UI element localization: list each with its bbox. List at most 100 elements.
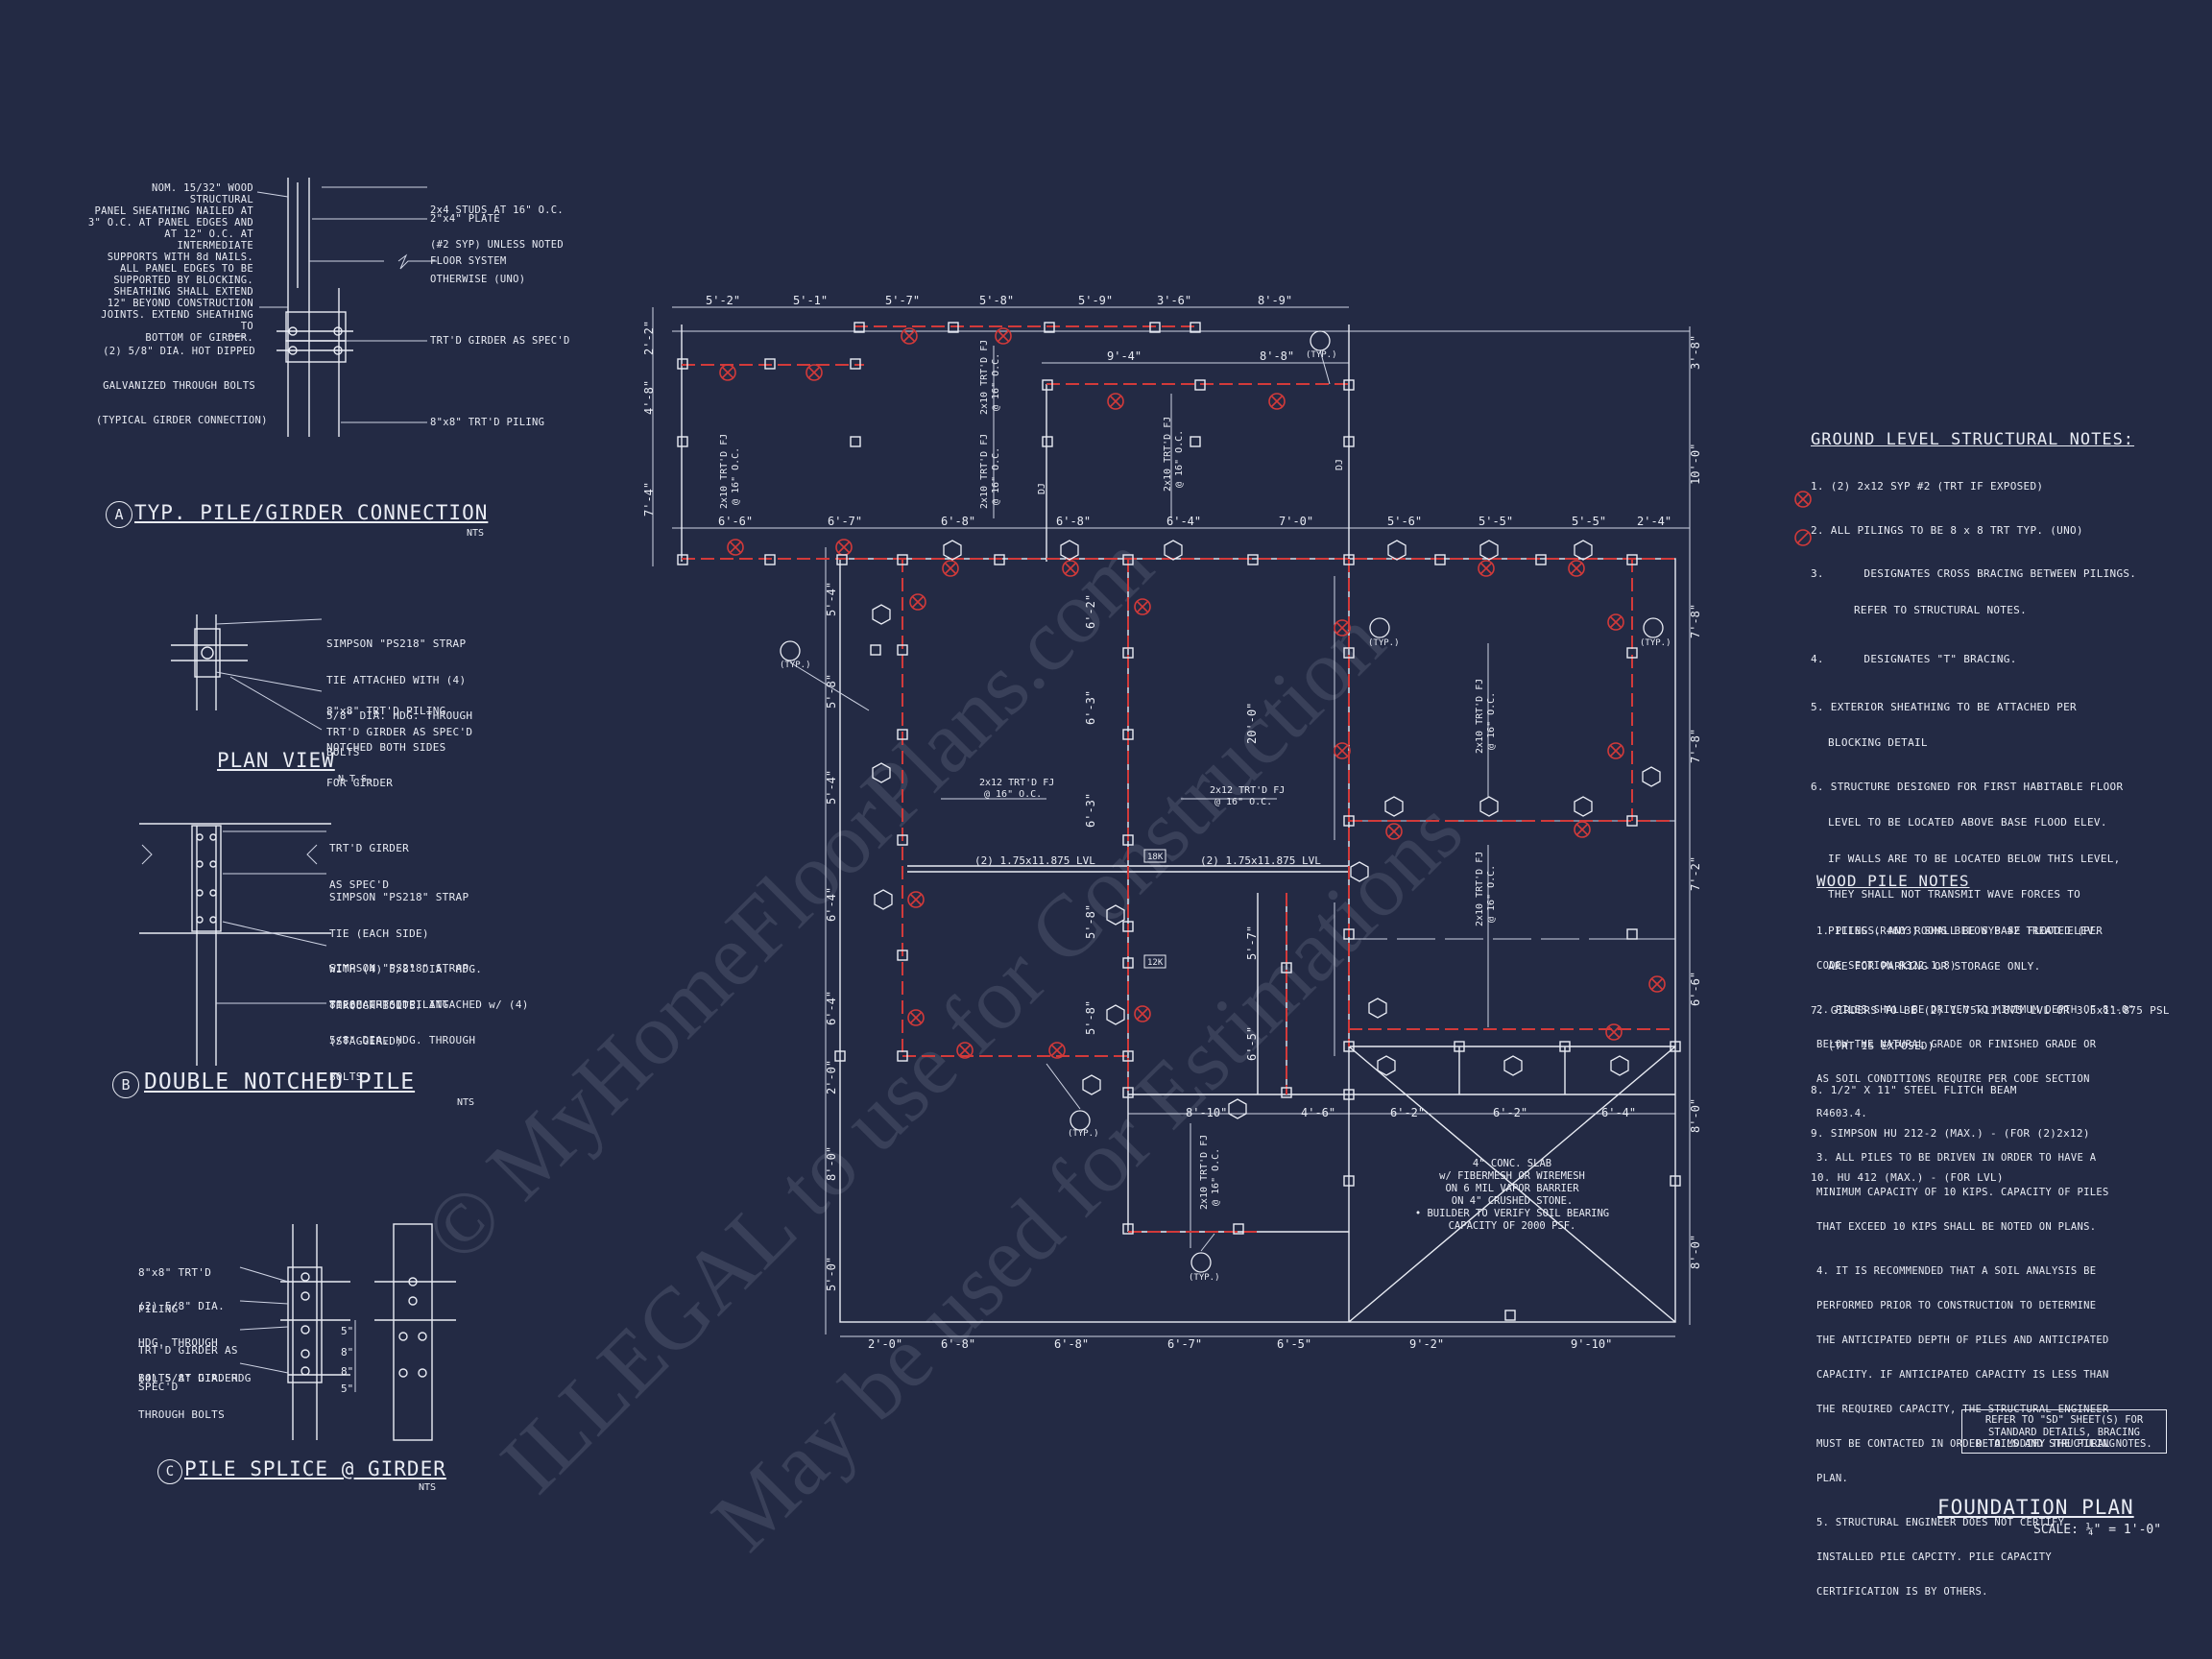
note-line: LEVEL TO BE LOCATED ABOVE BASE FLOOD ELE…	[1828, 816, 2107, 829]
dim-mid-4: 6'-2"	[1493, 1106, 1527, 1119]
note-line: (STAGGERED)	[329, 1035, 403, 1047]
detail-c-piling-note: 8"x8" TRT'D PILING	[138, 1243, 211, 1328]
note-line: ALL PANEL EDGES TO BE	[119, 263, 253, 275]
note-line: BOLTS AT GIRDER	[138, 1372, 238, 1384]
note-num: 1.	[1811, 480, 1824, 493]
detail-b-piling-note: 8"x8" TRT'D PILING	[329, 998, 449, 1011]
note-line: AS SOIL CONDITIONS REQUIRE PER CODE SECT…	[1816, 1073, 2090, 1085]
dim-mid-3: 6'-2"	[1390, 1106, 1425, 1119]
note-line: FOR GIRDER	[326, 777, 394, 789]
note-line: STRUCTURE DESIGNED FOR FIRST HABITABLE F…	[1830, 780, 2124, 793]
slab-note-6: CAPACITY OF 2000 PSF.	[1449, 1220, 1576, 1232]
slab-note-5: • BUILDER TO VERIFY SOIL BEARING	[1415, 1208, 1609, 1219]
detail-a-bolt-note: (2) 5/8" DIA. HOT DIPPED GALVANIZED THRO…	[96, 323, 267, 438]
dim-bottom-5: 6'-5"	[1277, 1337, 1311, 1351]
cross-bracing-markers	[719, 327, 1812, 1059]
joist-v-3b: @ 16" O.C.	[731, 447, 741, 505]
note-line: 1. PILES (R4603) SHALL BE SYP #2 TREATED…	[1816, 926, 2103, 937]
detail-b-graphic	[139, 823, 331, 1066]
note-line: THE ANTICIPATED DEPTH OF PILES AND ANTIC…	[1816, 1334, 2109, 1346]
note-line: TIE (EACH SIDE)	[329, 926, 429, 940]
slab-note-4: ON 4" CRUSHED STONE.	[1452, 1195, 1573, 1207]
note-line: TRT'D GIRDER	[329, 842, 410, 854]
lvl-label-2: (2) 1.75x11.875 LVL	[1200, 854, 1321, 867]
note-line: SIMPSON "PS218" STRAP	[329, 891, 469, 903]
dim-row3-8: 5'-5"	[1479, 515, 1513, 528]
typ-4: (TYP.)	[780, 661, 811, 670]
note-line: NOTCHED BOTH SIDES	[326, 740, 446, 754]
note-line: 3. ALL PILES TO BE DRIVEN IN ORDER TO HA…	[1816, 1152, 2097, 1164]
splice-dim-3: 8"	[341, 1365, 353, 1378]
note-line: CAPACITY. IF ANTICIPATED CAPACITY IS LES…	[1816, 1369, 2109, 1381]
note-num: 8.	[1811, 1083, 1824, 1096]
wood-pile-notes: 1. PILES (R4603) SHALL BE SYP #2 TREATED…	[1816, 902, 2134, 1609]
ground-note-3: 3. DESIGNATES CROSS BRACING BETWEEN PILI…	[1811, 567, 2170, 581]
note-line: STANDARD DETAILS, BRACING	[1987, 1426, 2141, 1438]
sheet-title: FOUNDATION PLAN	[1937, 1496, 2134, 1519]
dim-right-3: 7'-8"	[1689, 604, 1702, 638]
dim-inner-6: 5'-7"	[1245, 926, 1259, 960]
detail-a-title: TYP. PILE/GIRDER CONNECTION	[134, 501, 489, 524]
ground-note-8: 8. 1/2" X 11" STEEL FLITCH BEAM	[1811, 1083, 2170, 1097]
joist-v-7a: 2x10 TRT'D FJ	[1199, 1135, 1210, 1210]
note-line: HDG. THROUGH	[138, 1335, 219, 1349]
note-line: PILINGS. ANY ROOMS BELOW BASE FLOOD ELEV…	[1828, 924, 2101, 937]
joist-v-7b: @ 16" O.C.	[1211, 1148, 1221, 1206]
dim-left-5: 5'-8"	[825, 674, 838, 709]
dim-top1-2: 5'-1"	[793, 294, 828, 307]
dim-left-4: 5'-4"	[825, 582, 838, 616]
dj-label-2: DJ	[1334, 459, 1345, 470]
note-line: THEY SHALL NOT TRANSMIT WAVE FORCES TO	[1828, 888, 2081, 901]
detail-b-girder-note: TRT'D GIRDER AS SPEC'D	[329, 819, 409, 903]
dim-mid-2: 4'-6"	[1301, 1106, 1335, 1119]
note-num: 4.	[1811, 653, 1824, 665]
detail-c-nts: NTS	[419, 1482, 437, 1493]
joist-v-2a: 2x10 TRT'D FJ	[979, 434, 990, 509]
joist-v-1a: 2x10 TRT'D FJ	[979, 340, 990, 415]
dim-top1-3: 5'-7"	[885, 294, 920, 307]
note-line: OTHERWISE (UNO)	[430, 274, 526, 285]
dim-left-2: 4'-8"	[642, 380, 656, 415]
dim-top1-4: 5'-8"	[979, 294, 1014, 307]
ground-note-6: 6. STRUCTURE DESIGNED FOR FIRST HABITABL…	[1811, 781, 2170, 794]
note-line: GIRDERS TO BE (2) 1.75x11.875 LVL OR 3.5…	[1830, 1003, 2170, 1017]
note-line: AT 12" O.C. AT INTERMEDIATE	[164, 228, 253, 252]
dim-right-1: 3'-8"	[1689, 335, 1702, 370]
splice-dim-2: 8"	[341, 1346, 353, 1358]
joist-v-6b: @ 16" O.C.	[1486, 865, 1497, 923]
dim-inner-2: 6'-3"	[1084, 690, 1097, 725]
detail-c-girder-note: TRT'D GIRDER AS SPEC'D	[138, 1321, 238, 1406]
slab-note-3: ON 6 MIL VAPOR BARRIER	[1445, 1183, 1579, 1194]
detail-c-tag: C	[157, 1459, 182, 1484]
ground-note-9: 9. SIMPSON HU 212-2 (MAX.) - (FOR (2)2x1…	[1811, 1127, 2170, 1141]
dim-inner-4: 5'-8"	[1084, 904, 1097, 939]
note-line: PANEL SHEATHING NAILED AT	[94, 205, 253, 217]
detail-c-bolts2-note: (4) 5/8" DIA. HDG THROUGH BOLTS	[138, 1349, 252, 1433]
detail-a-graphic	[228, 178, 437, 437]
lvl-label-1: (2) 1.75x11.875 LVL	[974, 854, 1095, 867]
splice-dim-1: 5"	[341, 1325, 353, 1337]
plan-view-piling-note: 8"x8" TRT'D PILING NOTCHED BOTH SIDES FO…	[326, 682, 446, 802]
dim-top2-2: 8'-8"	[1260, 349, 1294, 363]
dim-left-3: 7'-4"	[642, 482, 656, 517]
joist-v-3a: 2x10 TRT'D FJ	[719, 434, 730, 509]
note-line: EXTERIOR SHEATHING TO BE ATTACHED PER	[1830, 700, 2077, 713]
joist-label-1a: 2x12 TRT'D FJ	[979, 778, 1054, 788]
detail-a-piling-note: 8"x8" TRT'D PILING	[430, 417, 545, 428]
dim-left-1: 2'-2"	[642, 321, 656, 355]
dim-right-8: 8'-0"	[1689, 1235, 1702, 1269]
watermark: © MyHomeFloorPlans.com ILLEGAL to use fo…	[405, 516, 1480, 1569]
note-line: CODE SECTION R322.1.8).	[1816, 960, 1963, 972]
note-num: 5.	[1811, 700, 1824, 713]
note-line: HU 412 (MAX.) - (FOR LVL)	[1837, 1170, 2004, 1184]
detail-a-left-notes: NOM. 15/32" WOOD STRUCTURAL PANEL SHEATH…	[83, 182, 253, 344]
note-line: THROUGH BOLTS	[329, 998, 416, 1012]
note-line: BLOCKING DETAIL	[1828, 736, 1928, 749]
note-num: 7.	[1811, 1003, 1824, 1017]
dim-right-2: 10'-0"	[1689, 444, 1702, 485]
note-line: DESIGNATES CROSS BRACING BETWEEN PILINGS…	[1863, 567, 2137, 580]
joist-v-1b: @ 16" O.C.	[991, 353, 1001, 411]
note-line: SIMPSON "PS218" STRAP	[329, 962, 469, 974]
ground-note-5: 5. EXTERIOR SHEATHING TO BE ATTACHED PER	[1811, 700, 2170, 714]
ground-note-7: 7. GIRDERS TO BE (2) 1.75x11.875 LVL OR …	[1811, 1003, 2170, 1018]
